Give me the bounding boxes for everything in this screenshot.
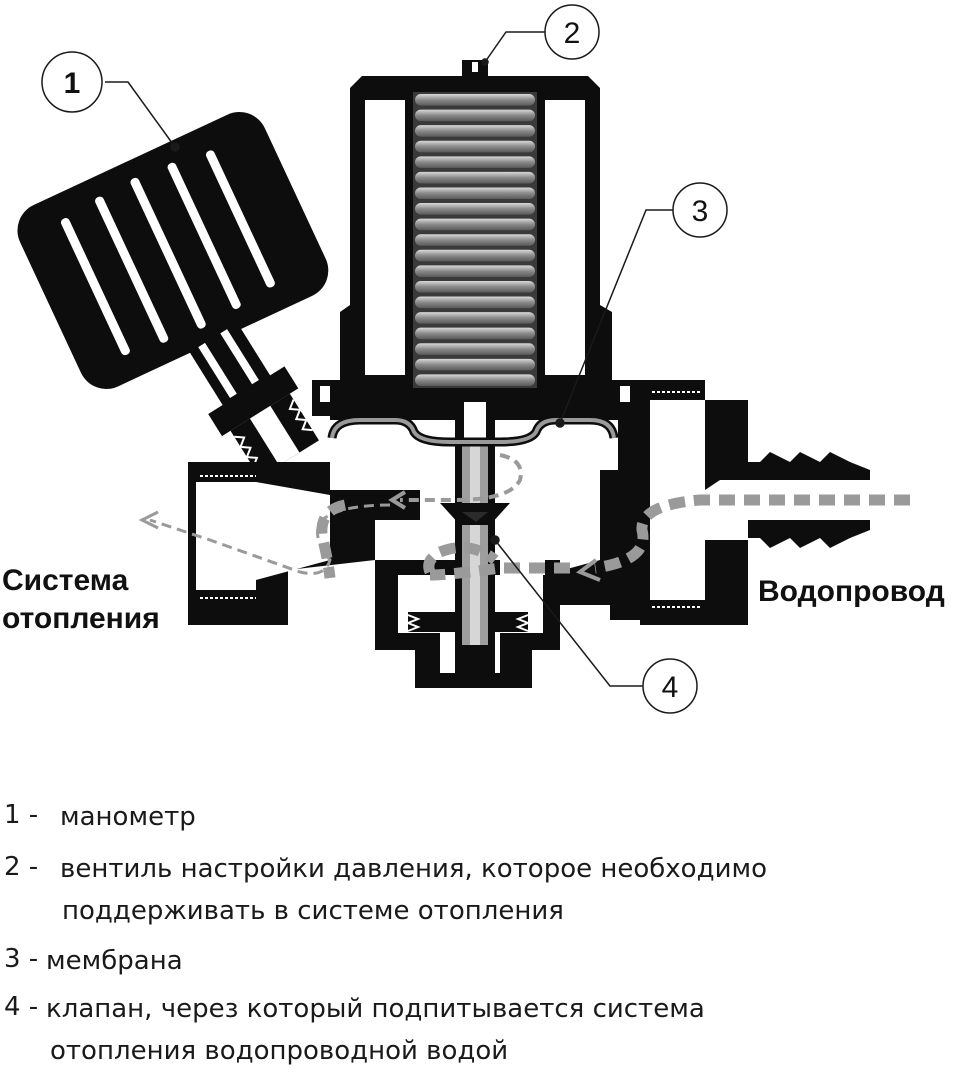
legend-number: 4 - [4,992,39,1022]
flow-path [138,453,910,582]
spring-coil [415,234,535,246]
spring-coil [415,109,535,122]
pressure-spring [410,92,540,410]
spring-coil [415,203,535,215]
spring-coil [415,265,535,277]
valve-diagram: 1 2 3 4 [17,4,910,714]
spring-coil [415,187,535,200]
legend-text: клапан, через который подпитывается сист… [46,994,705,1024]
legend-text-continued: отопления водопроводной водой [50,1036,509,1066]
membrane [327,415,619,447]
spring-coil [415,280,535,293]
legend-text: манометр [60,802,196,832]
spring-coil [415,249,535,262]
spring-coil [415,327,535,340]
spring-coil [415,156,535,168]
legend-text: мембрана [46,946,183,976]
heating-system-label-line1: Система [2,564,129,597]
valve-cross-section: 1 2 3 4 [17,4,910,714]
spring-coil [415,312,535,324]
spring-coil [415,218,535,231]
legend-number: 2 - [4,852,39,882]
spring-coil [415,374,535,386]
manometer [17,111,329,478]
spring-coil [415,125,535,137]
spring-coil [415,358,535,371]
water-supply-label: Водопровод [758,575,945,608]
spring-coil [415,296,535,309]
legend-text-continued: поддерживать в системе отопления [62,896,564,926]
callout-3-label: 3 [692,195,709,228]
legend-number: 3 - [4,944,39,974]
spring-coil [415,343,535,355]
callout-4-label: 4 [662,671,679,704]
heating-system-label: Система отопления [2,562,212,638]
legend-text: вентиль настройки давления, которое необ… [60,854,767,884]
spring-coil [415,140,535,153]
callout-2: 2 [544,4,600,60]
callout-3: 3 [672,182,728,238]
callout-4: 4 [642,658,698,714]
callout-1-label: 1 [64,67,81,100]
legend-number: 1 - [4,800,39,830]
callout-leaders [105,31,674,687]
spring-coil [415,171,535,184]
callout-1: 1 [41,51,103,113]
spring-coil [415,94,535,106]
callout-2-label: 2 [564,17,581,50]
valve-body [188,380,870,688]
heating-system-label-line2: отопления [2,602,160,635]
